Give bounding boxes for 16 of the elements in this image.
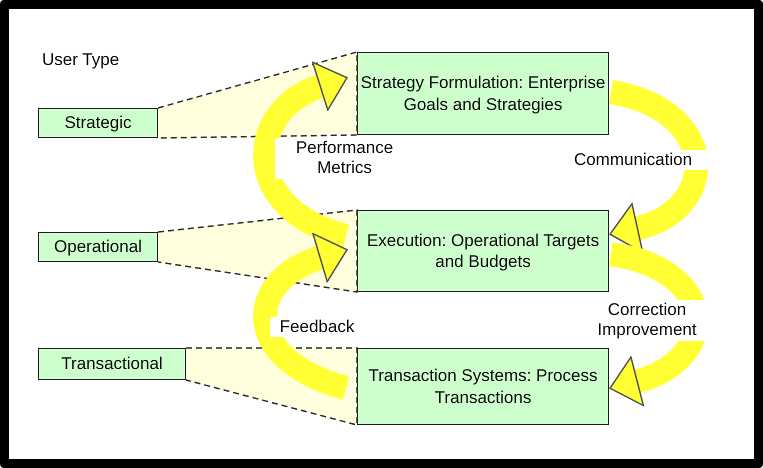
axis-heading: User Type	[40, 50, 122, 70]
process-box	[357, 210, 609, 292]
dashed-connector	[157, 209, 358, 293]
dashed-connector	[185, 347, 358, 426]
process-box	[357, 348, 609, 425]
process-box	[38, 108, 158, 138]
process-box	[357, 52, 609, 135]
box-text: Strategy Formulation: Enterprise Goals and Strategies	[360, 72, 606, 115]
box-text: Operational	[54, 236, 142, 258]
dashed-connector	[157, 51, 358, 139]
box-text: Transaction Systems: Process Transactions	[368, 365, 598, 408]
box-text: Strategic	[64, 112, 132, 134]
box-text: Transactional	[61, 353, 163, 375]
process-box	[38, 232, 158, 262]
box-text: Execution: Operational Targets and Budgets	[366, 230, 600, 272]
process-box	[38, 348, 186, 380]
